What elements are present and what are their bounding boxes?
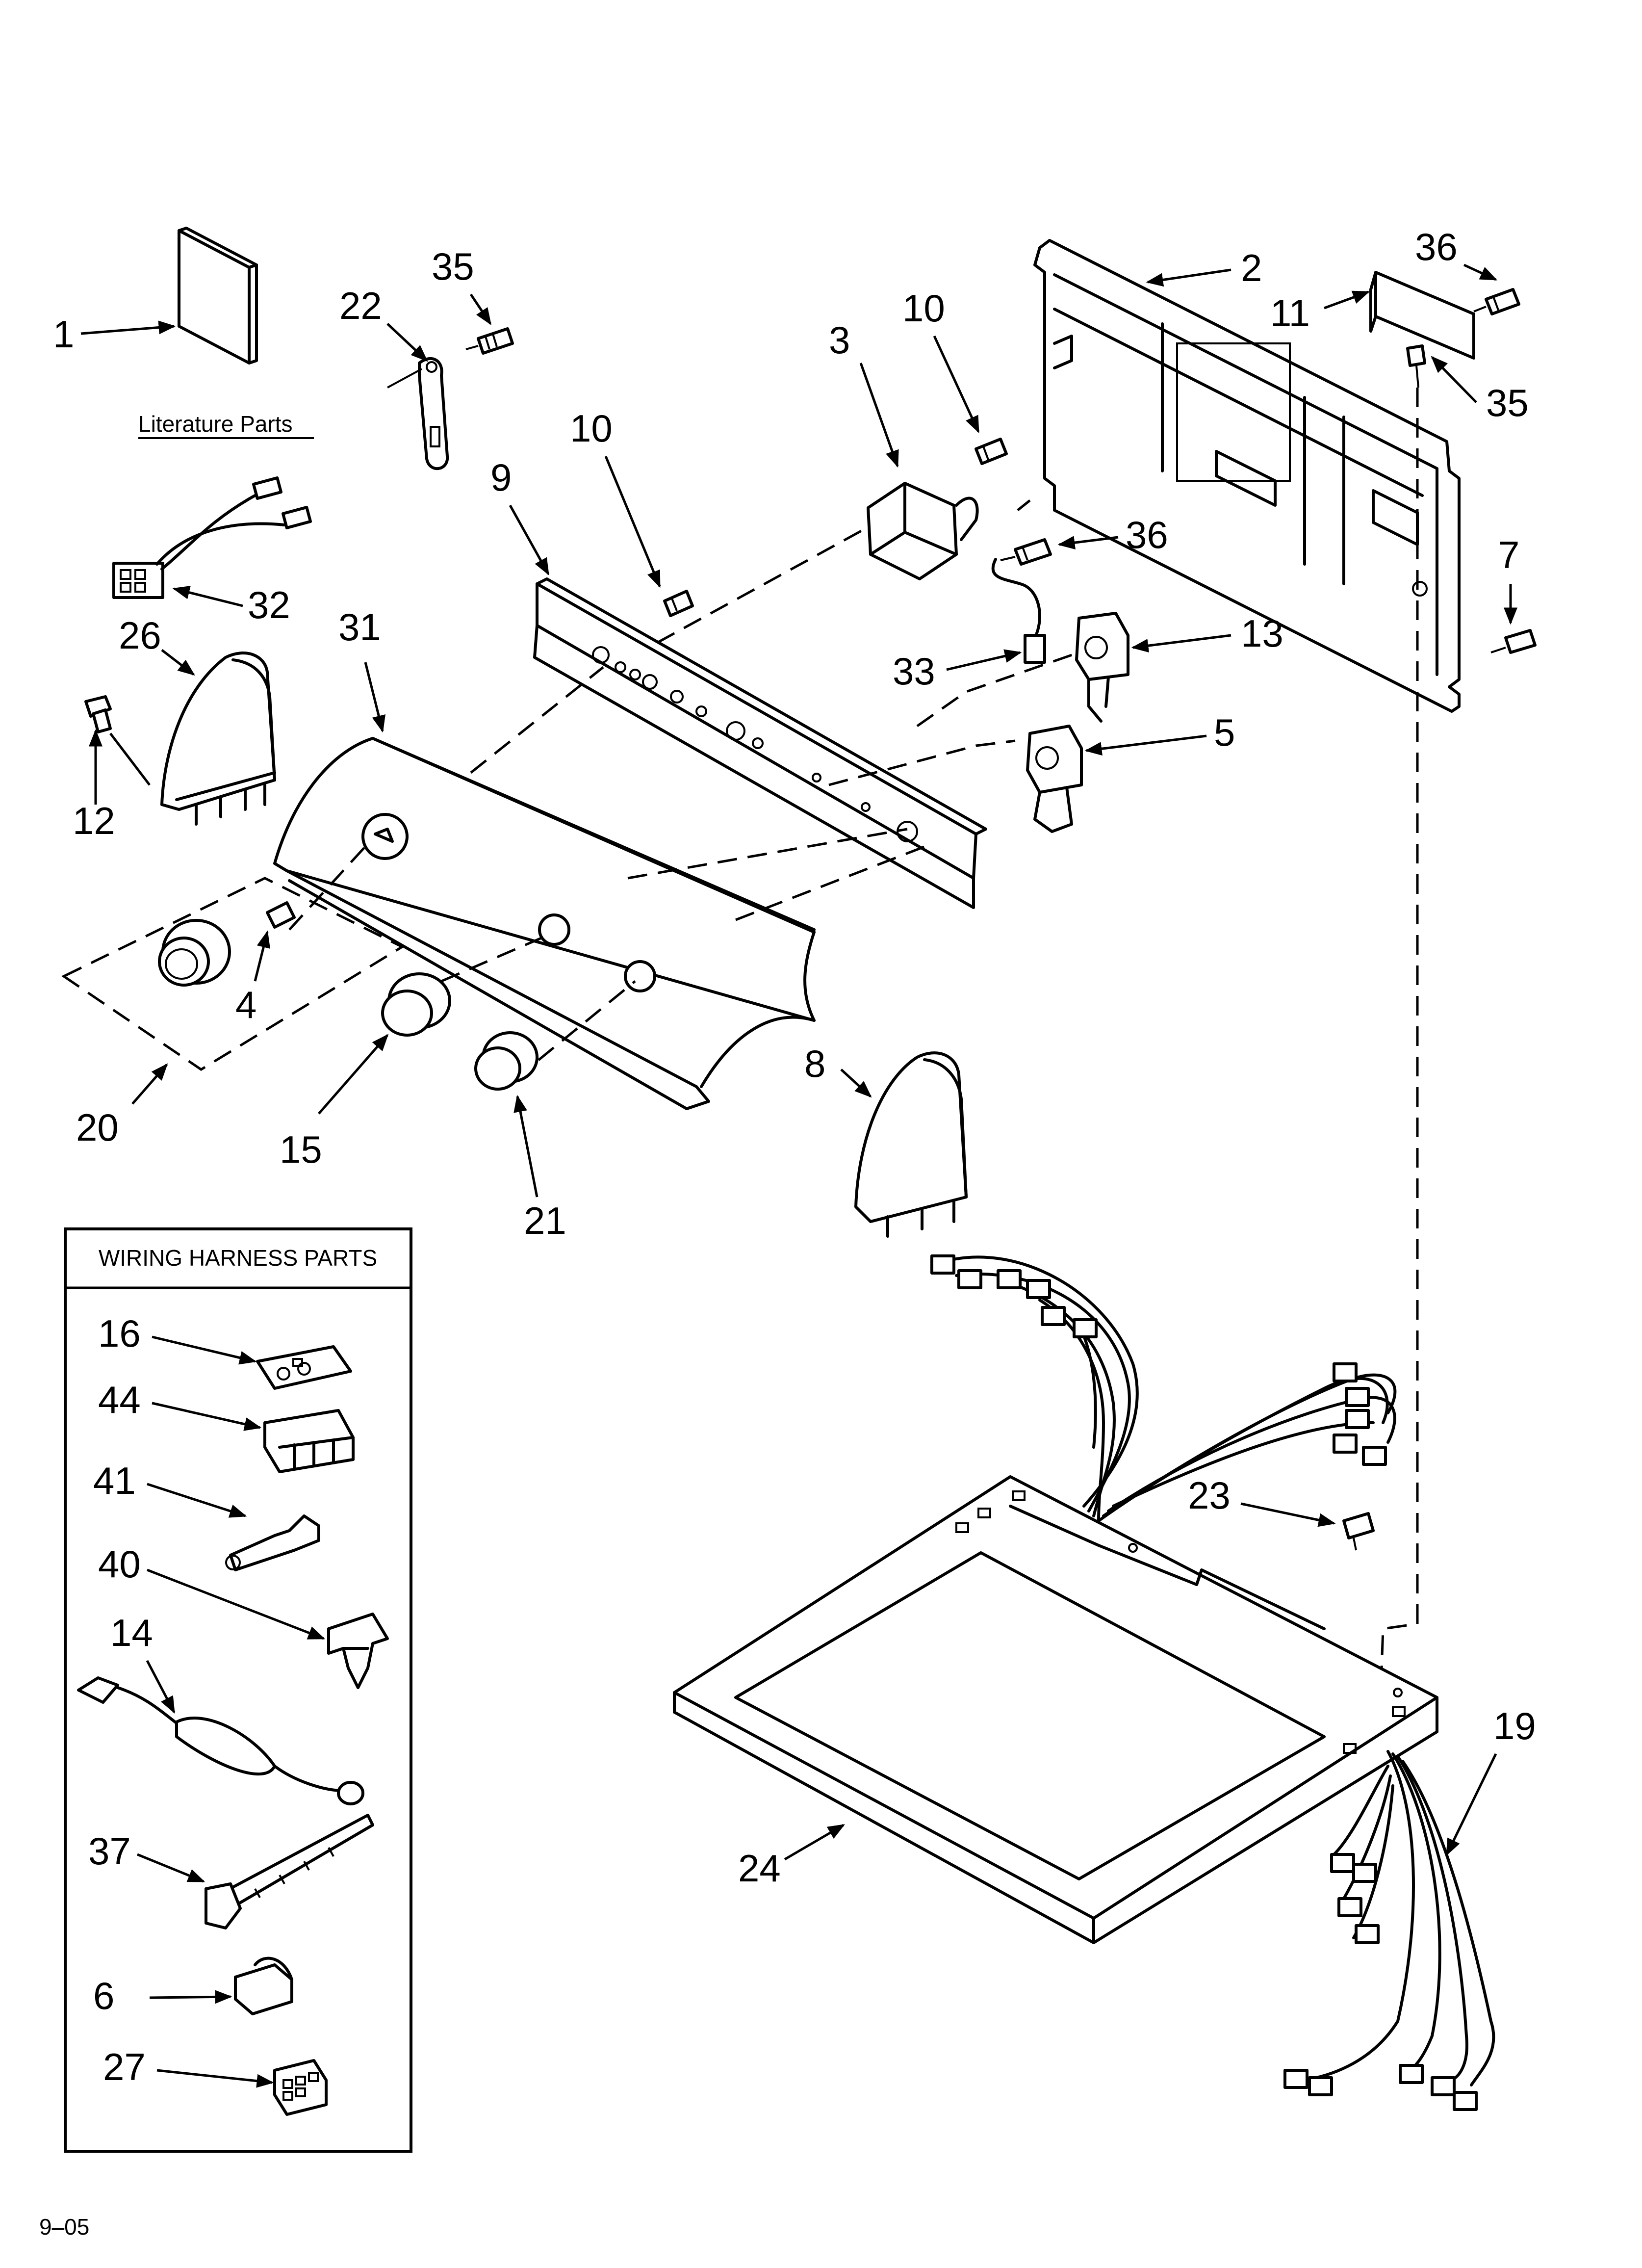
connector-6 (273, 2059, 328, 2116)
door-strap (387, 357, 449, 470)
callout-7: 7 (1498, 533, 1519, 576)
screw-7 (1490, 629, 1537, 654)
callout-23: 23 (1188, 1474, 1231, 1517)
connector-37 (234, 1956, 293, 2015)
callout-26: 26 (119, 614, 161, 657)
callout-6: 27 (103, 2045, 146, 2088)
wiring-harness-box (64, 1227, 412, 2153)
literature-booklet (178, 227, 258, 365)
wire-harness-32 (112, 476, 312, 599)
knob-15 (381, 972, 451, 1037)
callout-35-a: 35 (432, 245, 474, 288)
screw-36-a (1473, 288, 1520, 315)
wire-33 (991, 558, 1046, 664)
callout-27: 16 (98, 1312, 141, 1355)
callout-14: 37 (88, 1829, 131, 1873)
clip-23 (1342, 1512, 1375, 1551)
callout-5: 5 (1214, 711, 1235, 754)
callout-24: 24 (738, 1847, 781, 1890)
callout-9: 9 (490, 456, 512, 499)
callout-33: 33 (893, 650, 935, 693)
callout-44: 41 (93, 1459, 136, 1502)
callout-10-b: 10 (902, 287, 945, 330)
switch-13 (1075, 612, 1129, 723)
screw-36-b (1000, 538, 1052, 566)
callout-4: 4 (235, 983, 257, 1026)
callout-36-a: 36 (1415, 225, 1458, 268)
callout-13: 13 (1241, 612, 1283, 655)
bracket-11 (1369, 271, 1475, 360)
clip-41 (327, 1613, 389, 1689)
timer-switch-3 (867, 482, 979, 580)
callout-35-b: 35 (1486, 381, 1529, 424)
wire-harness-upper (930, 1254, 1397, 1522)
callout-20: 20 (76, 1106, 119, 1149)
literature-parts-label: Literature Parts (138, 411, 292, 437)
callout-16: 44 (98, 1378, 141, 1421)
connector-16 (263, 1409, 355, 1473)
callout-2: 2 (1241, 246, 1262, 289)
callout-10-a: 10 (570, 407, 613, 450)
callout-31: 31 (338, 605, 381, 649)
screw-35-a (465, 327, 514, 355)
callout-41: 40 (98, 1542, 141, 1586)
wiring-harness-title: WIRING HARNESS PARTS (99, 1245, 377, 1271)
end-cap-8 (854, 1051, 968, 1238)
clip-4 (266, 901, 296, 929)
callout-21: 21 (524, 1199, 566, 1242)
callout-12: 12 (73, 799, 115, 842)
knob-21 (474, 1031, 539, 1091)
screw-10-b (975, 438, 1008, 465)
callout-1: 1 (53, 313, 74, 356)
callout-32: 32 (248, 583, 290, 626)
terminal-44 (225, 1514, 320, 1571)
footer-code: 9–05 (39, 2214, 89, 2240)
screw-12 (84, 695, 112, 733)
knob-20 (158, 919, 231, 987)
top-24 (673, 1475, 1438, 1944)
callout-22: 22 (339, 284, 382, 327)
callout-36-b: 36 (1126, 513, 1168, 556)
screw-35-b (1406, 344, 1426, 388)
sensor-40 (77, 1676, 364, 1805)
callout-19: 19 (1493, 1704, 1536, 1747)
tie-14 (205, 1814, 374, 1929)
wire-harness-19 (1283, 1750, 1495, 2111)
screw-10-a (663, 590, 694, 617)
callout-11: 11 (1270, 291, 1310, 335)
console-panel-31 (273, 737, 816, 1110)
callout-37: 6 (93, 1974, 114, 2017)
callout-3: 3 (829, 318, 850, 362)
end-cap-26 (160, 652, 276, 826)
control-bracket-9 (533, 577, 987, 909)
callout-8: 8 (804, 1042, 825, 1085)
switch-5 (1026, 725, 1083, 833)
connector-27 (256, 1345, 352, 1390)
callout-40: 14 (110, 1611, 153, 1654)
callout-15: 15 (280, 1128, 322, 1171)
